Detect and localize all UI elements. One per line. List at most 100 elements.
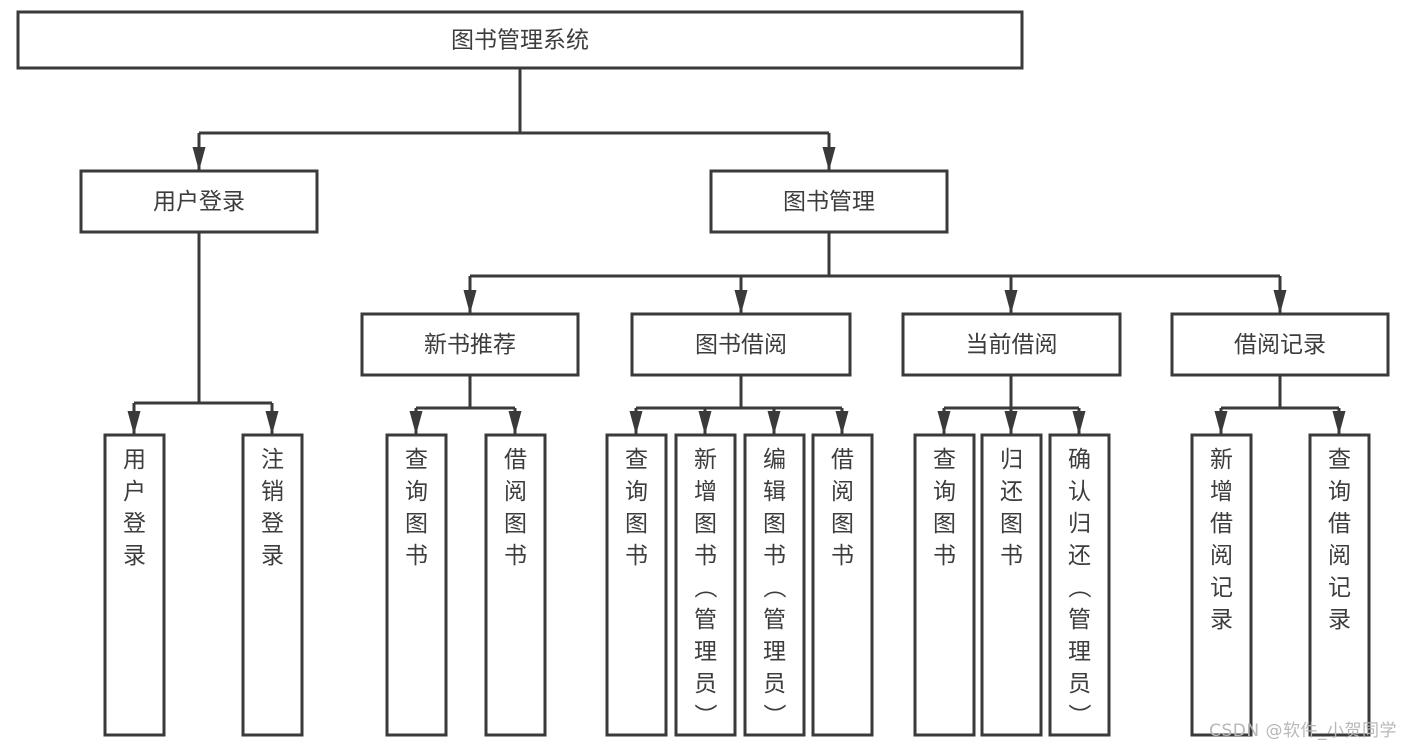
arrow-head-icon [1214,411,1228,435]
node-label-char: 归 [1068,511,1091,537]
arrow-head-icon [265,411,279,435]
node-label-char: 借 [1210,511,1233,537]
node-label-char: 理 [694,639,717,665]
node-box[interactable] [385,433,448,737]
node-box[interactable] [1190,433,1253,737]
node-label-char: 书 [933,543,956,569]
node-label-char: 借 [831,447,854,473]
node-label-char: （ [1066,576,1092,599]
node-label-char: 归 [1000,447,1023,473]
node-label-char: 录 [123,543,146,569]
arrow-head-icon [1332,411,1346,435]
node-label-char: 还 [1000,479,1023,505]
node-label-char: 书 [504,543,527,569]
edge-group-current-to-leaves [937,375,1086,435]
arrow-head-icon [463,290,477,314]
node-box[interactable] [241,433,304,737]
node-box[interactable] [79,169,319,234]
node-label-char: 新 [1210,447,1233,473]
node-label-char: 阅 [1328,543,1351,569]
node-box[interactable] [1048,433,1111,737]
node-current-borrow[interactable]: 当前借阅 [901,312,1122,377]
node-label-char: 辑 [763,479,786,505]
arrow-head-icon [127,411,141,435]
edge-group-user-login-to-leaves [127,232,279,435]
node-book-borrow[interactable]: 图书借阅 [630,312,852,377]
node-box[interactable] [913,433,976,737]
node-box[interactable] [901,312,1122,377]
arrow-head-icon [1004,290,1018,314]
node-label-char: 图 [831,511,854,537]
node-label-char: 记 [1328,575,1351,601]
arrow-head-icon [734,290,748,314]
arrow-head-icon [192,147,206,171]
node-label-char: 图 [405,511,428,537]
node-borrow-record[interactable]: 借阅记录 [1170,312,1390,377]
node-box[interactable] [709,169,949,234]
node-label-char: 阅 [504,479,527,505]
edge-group-root-to-level2 [192,68,836,171]
node-label-char: （ [761,576,787,599]
node-label-char: 员 [763,671,786,697]
node-label-char: 管 [1068,607,1091,633]
node-box[interactable] [811,433,874,737]
node-label-char: 理 [763,639,786,665]
node-box[interactable] [743,433,806,737]
node-box[interactable] [980,433,1043,737]
node-book-management[interactable]: 图书管理 [709,169,949,234]
node-label-char: 户 [123,479,146,505]
node-label-char: 新 [694,447,717,473]
node-label-char: 图 [504,511,527,537]
arrow-head-icon [1072,411,1086,435]
node-user-login[interactable]: 用户登录 [79,169,319,234]
node-label-char: 登 [123,511,146,537]
node-box[interactable] [103,433,166,737]
node-label-char: 图 [1000,511,1023,537]
arrow-head-icon [822,147,836,171]
node-label-char: 员 [1068,671,1091,697]
node-label-char: 询 [625,479,648,505]
node-leaf-user-login[interactable]: 用户登录 [103,433,166,737]
node-label: 图书借阅 [695,332,787,358]
edge-group-borrow-to-leaves [629,375,849,435]
node-label-char: 管 [763,607,786,633]
node-label: 当前借阅 [966,332,1058,358]
node-new-book-recommend[interactable]: 新书推荐 [360,312,580,377]
node-label-char: 员 [694,671,717,697]
node-label-char: 编 [763,447,786,473]
node-box[interactable] [630,312,852,377]
node-label-char: 确 [1068,447,1091,473]
node-box[interactable] [605,433,668,737]
nodes-layer: 图书管理系统用户登录图书管理新书推荐图书借阅当前借阅借阅记录用户登录注销登录查询… [16,10,1390,737]
node-label-char: 图 [763,511,786,537]
arrow-head-icon [698,411,712,435]
node-box[interactable] [1308,433,1371,737]
node-label-char: 记 [1210,575,1233,601]
arrow-head-icon [409,411,423,435]
node-box[interactable] [674,433,737,737]
node-label-char: 书 [831,543,854,569]
node-label-char: 增 [1210,479,1233,505]
node-box[interactable] [360,312,580,377]
node-box[interactable] [16,10,1024,70]
node-box[interactable] [1170,312,1390,377]
arrow-head-icon [1273,290,1287,314]
node-label-char: ） [1066,704,1092,727]
node-label: 借阅记录 [1234,332,1326,358]
node-label-char: 认 [1068,479,1091,505]
node-root[interactable]: 图书管理系统 [16,10,1024,70]
node-label-char: 借 [504,447,527,473]
node-box[interactable] [484,433,547,737]
